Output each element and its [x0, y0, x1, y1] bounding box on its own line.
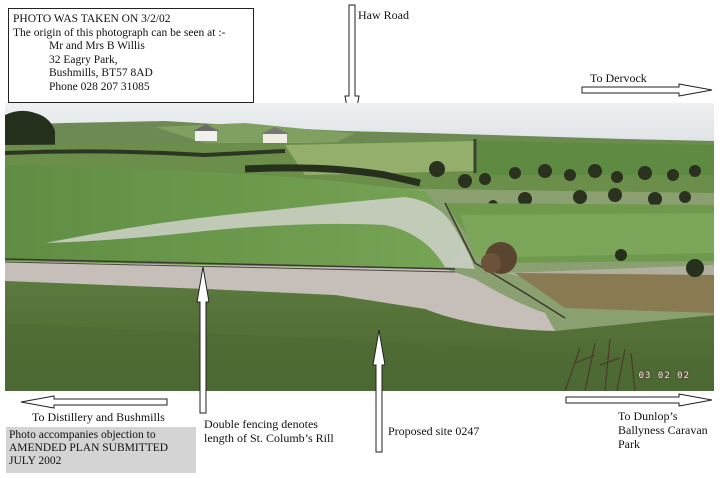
objection-note-box: Photo accompanies objection to AMENDED P… — [6, 427, 196, 473]
photo-date-stamp: 03 02 02 — [638, 371, 690, 381]
note-line-2: AMENDED PLAN SUBMITTED — [9, 442, 169, 454]
dunlop-label-line-1: To Dunlop’s — [618, 409, 678, 423]
note-line-3: JULY 2002 — [9, 455, 62, 467]
origin-line: The origin of this photograph can be see… — [13, 26, 226, 39]
distillery-arrow-icon — [20, 395, 168, 409]
haw-road-label: Haw Road — [358, 8, 409, 22]
dunlop-label-line-2: Ballyness Caravan — [618, 423, 708, 437]
photo-info-box: PHOTO WAS TAKEN ON 3/2/02 The origin of … — [8, 8, 254, 103]
phone-line: Phone 028 207 31085 — [49, 80, 150, 93]
landscape-photo: 03 02 02 — [5, 103, 714, 391]
address-line-2: Bushmills, BT57 8AD — [49, 67, 153, 79]
note-line-1: Photo accompanies objection to — [9, 429, 156, 441]
landscape-photo-drawing — [5, 103, 714, 391]
fencing-label-line-2: length of St. Columb’s Rill — [204, 431, 334, 445]
to-dervock-label: To Dervock — [590, 71, 647, 85]
proposed-site-arrow-icon — [372, 329, 386, 453]
dunlop-label-line-3: Park — [618, 437, 640, 451]
fencing-label-line-1: Double fencing denotes — [204, 417, 318, 431]
to-distillery-label: To Distillery and Bushmills — [32, 410, 165, 424]
owner-name: Mr and Mrs B Willis — [49, 40, 145, 52]
dunlop-arrow-icon — [565, 393, 713, 407]
photo-date-line: PHOTO WAS TAKEN ON 3/2/02 — [13, 13, 171, 25]
fencing-arrow-icon — [196, 266, 210, 414]
address-line-1: 32 Eagry Park, — [49, 53, 118, 66]
dervock-arrow-icon — [581, 83, 713, 97]
proposed-site-label: Proposed site 0247 — [388, 424, 480, 438]
